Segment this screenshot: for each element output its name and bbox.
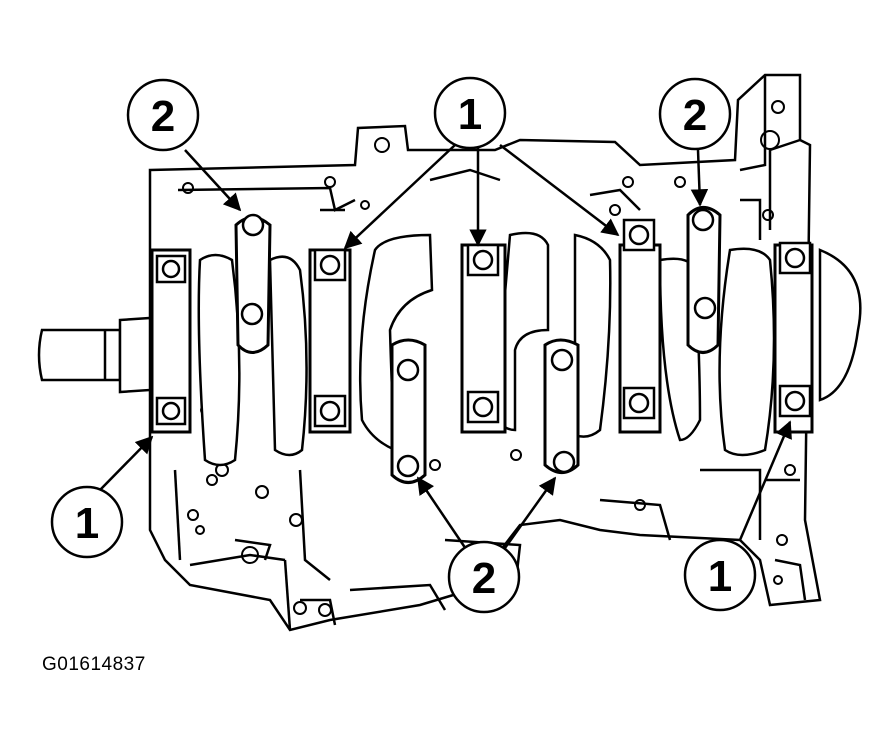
leader-arrows — [99, 144, 792, 556]
callout-bubble: 2 — [126, 78, 200, 152]
crankshaft-snout — [37, 316, 152, 394]
callout-label: 2 — [472, 554, 496, 603]
callout-label: 2 — [151, 92, 175, 141]
rod-3 — [543, 338, 580, 474]
callout-bubble: 1 — [683, 538, 757, 612]
callout-label: 1 — [75, 499, 99, 548]
main-cap-1 — [150, 248, 192, 434]
callout-bubble: 2 — [658, 77, 732, 151]
callouts: 2 1 2 1 2 1 — [50, 76, 757, 614]
callout-bubble: 1 — [50, 485, 124, 559]
callout-label: 1 — [708, 552, 732, 601]
callout-bubble: 1 — [433, 76, 507, 150]
engine-block — [148, 73, 822, 632]
cap-bolts — [155, 208, 812, 478]
callout-bubble: 2 — [447, 540, 521, 614]
rod-1 — [234, 216, 272, 354]
callout-label: 1 — [458, 90, 482, 139]
crank-webs — [197, 231, 862, 467]
callout-label: 2 — [683, 91, 707, 140]
figure-id: G01614837 — [42, 654, 146, 675]
